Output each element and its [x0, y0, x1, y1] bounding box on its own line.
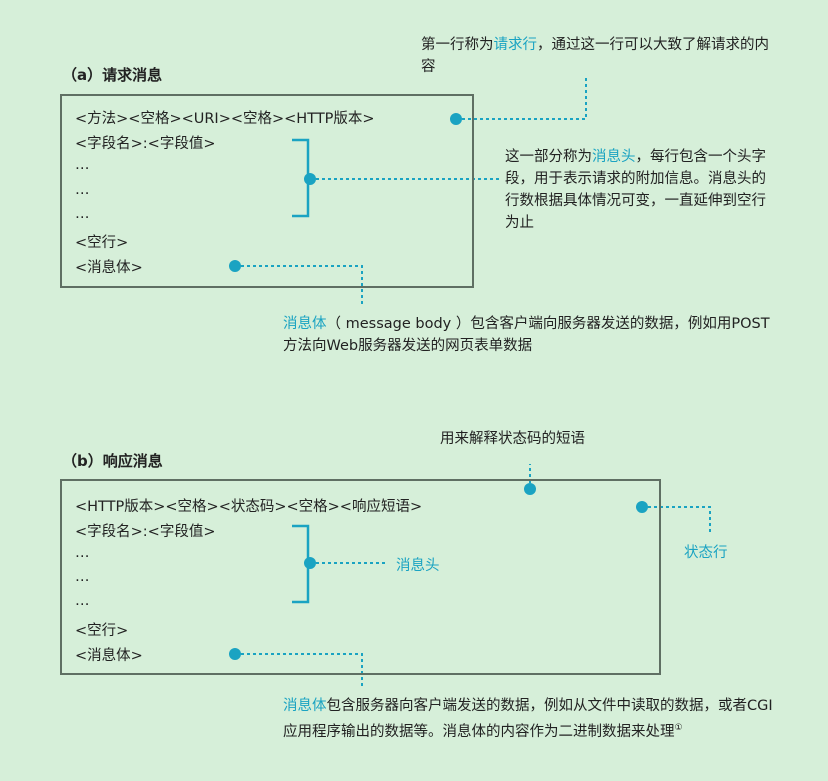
a-note-header-term: 消息头 [592, 149, 636, 165]
a-line-ellipsis-2: … [75, 182, 90, 198]
a-request-line-connector [456, 78, 587, 120]
b-note-body: 消息体包含服务器向客户端发送的数据，例如从文件中读取的数据，或者CGI应用程序输… [283, 698, 773, 740]
a-line-header-field: <字段名>:<字段值> [75, 136, 216, 152]
a-header-dot [304, 173, 316, 185]
a-note-request-line: 第一行称为请求行，通过这一行可以大致了解请求的内容 [421, 37, 769, 75]
a-note-request-line-term: 请求行 [493, 37, 538, 53]
b-line-status-line: <HTTP版本><空格><状态码><空格><响应短语> [75, 499, 423, 515]
b-line-blank: <空行> [75, 623, 129, 639]
b-line-ellipsis-2: … [75, 569, 90, 585]
b-body-dot [229, 648, 241, 660]
b-message-box [60, 479, 661, 675]
a-body-connector [235, 265, 363, 306]
a-line-blank: <空行> [75, 235, 129, 251]
b-status-line-connector [642, 506, 711, 534]
b-note-body-term: 消息体 [283, 698, 327, 714]
b-note-phrase: 用来解释状态码的短语 [440, 431, 585, 447]
a-note-body-term: 消息体 [283, 316, 327, 332]
a-title: （a）请求消息 [62, 66, 163, 84]
b-line-ellipsis-1: … [75, 545, 90, 561]
a-note-header: 这一部分称为消息头，每行包含一个头字段，用于表示请求的附加信息。消息头的行数根据… [505, 149, 766, 231]
b-label-header: 消息头 [396, 558, 440, 574]
a-request-line-dot [450, 113, 462, 125]
b-body-connector [235, 653, 363, 688]
b-label-status-line: 状态行 [684, 545, 728, 561]
b-line-body: <消息体> [75, 648, 143, 664]
a-note-body: 消息体（ message body ）包含客户端向服务器发送的数据，例如用POS… [283, 316, 770, 354]
b-line-header-field: <字段名>:<字段值> [75, 524, 216, 540]
b-status-line-dot [636, 501, 648, 513]
b-note-body-footnote-mark: ① [674, 723, 683, 733]
a-message-box [60, 94, 474, 288]
a-line-request-line: <方法><空格><URI><空格><HTTP版本> [75, 111, 375, 127]
b-line-ellipsis-3: … [75, 593, 90, 609]
a-line-ellipsis-1: … [75, 157, 90, 173]
b-header-dot [304, 557, 316, 569]
b-phrase-dot [524, 483, 536, 495]
b-title: （b）响应消息 [62, 452, 163, 470]
a-line-ellipsis-3: … [75, 206, 90, 222]
a-line-body: <消息体> [75, 260, 143, 276]
a-body-dot [229, 260, 241, 272]
